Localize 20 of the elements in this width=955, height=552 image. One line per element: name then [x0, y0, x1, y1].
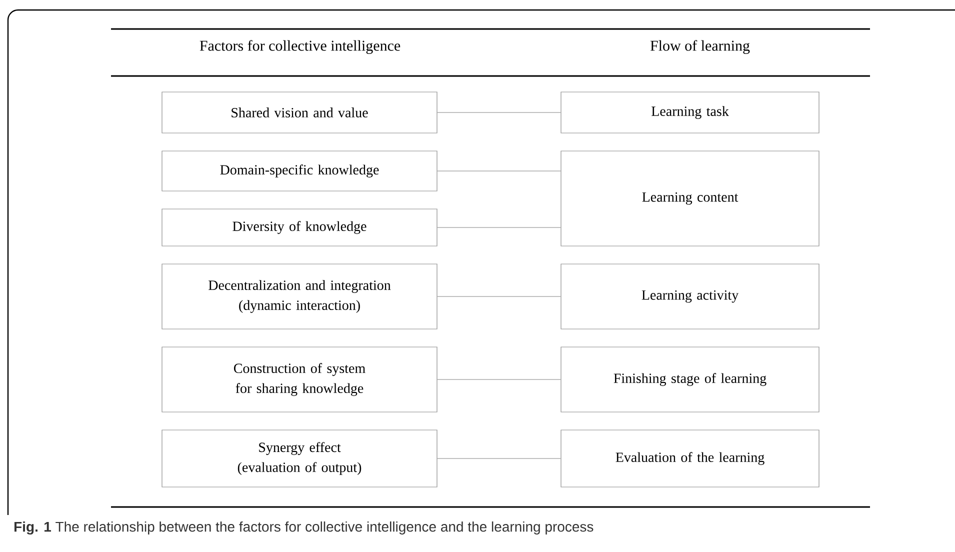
- connector-line: [437, 112, 561, 113]
- column-header: Factors for collective intelligence: [200, 40, 400, 54]
- text-box: Decentralization and integration (dynamic interaction): [162, 264, 438, 330]
- text-box: Diversity of knowledge: [162, 208, 438, 246]
- text-box: Evaluation of the learning: [560, 430, 820, 488]
- connector-line: [437, 227, 561, 228]
- text-box: Domain-specific knowledge: [162, 150, 438, 192]
- column-header: Flow of learning: [650, 40, 750, 54]
- text-box: Synergy effect (evaluation of output): [162, 430, 438, 488]
- connector-line: [437, 170, 561, 172]
- connector-line: [437, 296, 561, 297]
- text-box: Learning content: [560, 150, 820, 246]
- text-box: Construction of system for sharing knowledge: [162, 346, 438, 412]
- text-box: Learning task: [560, 92, 820, 134]
- text-box: Shared vision and value: [162, 92, 438, 134]
- text-box: Finishing stage of learning: [560, 346, 820, 412]
- text-box: Learning activity: [560, 264, 820, 330]
- connector-line: [437, 379, 561, 380]
- caption: Fig. 1 The relationship between the factors for collective intelligence and the learning process: [14, 521, 594, 535]
- connector-line: [437, 458, 561, 459]
